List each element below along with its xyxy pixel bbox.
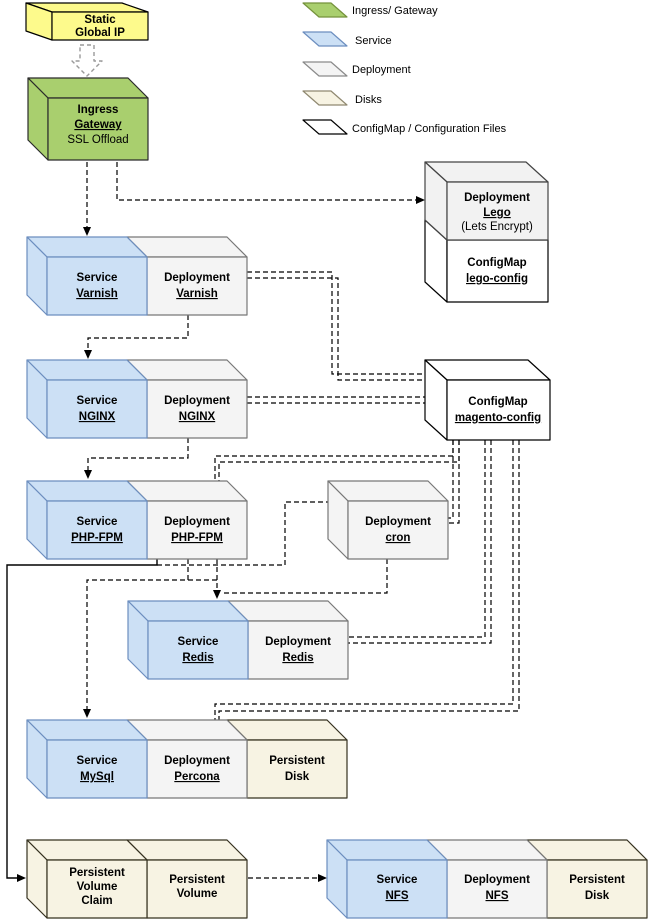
nginx-deployment-link[interactable]: NGINX (179, 411, 216, 423)
phpfpm-deployment-line1: Deployment (164, 516, 230, 528)
arrowhead (318, 874, 327, 882)
mysql-service-link[interactable]: MySql (80, 771, 114, 783)
edge-static-to-ingress-arrow (71, 44, 103, 77)
arrowhead (84, 470, 92, 479)
edge-magento-redis-2 (348, 440, 492, 644)
node-service-varnish: Service Varnish (26, 236, 148, 316)
edge-magento-redis-1 (348, 440, 486, 638)
edge-varnish-magento-1 (247, 271, 444, 375)
arrowhead (416, 196, 425, 204)
ingress-gateway-link[interactable]: Gateway (74, 119, 122, 131)
nginx-deployment-line1: Deployment (164, 395, 230, 407)
ingress-line1: Ingress (78, 104, 119, 116)
nfs-deployment-link[interactable]: NFS (486, 890, 509, 902)
nfs-service-link[interactable]: NFS (386, 890, 409, 902)
phpfpm-service-line1: Service (77, 516, 118, 528)
static-ip-line2: Global IP (75, 27, 125, 39)
edge-phpfpm-mysql (86, 559, 189, 709)
legend-swatch-configmap (302, 119, 348, 135)
node-service-redis: Service Redis (127, 600, 249, 680)
cron-line1: Deployment (365, 516, 431, 528)
edge-magento-cron-1 (448, 440, 454, 519)
arrowhead (17, 874, 26, 882)
legend-swatch-deployment (302, 61, 348, 77)
magento-config-link[interactable]: magento-config (455, 412, 541, 424)
arrowhead (83, 709, 91, 718)
edge-magento-phpfpm-1 (214, 440, 454, 481)
lego-config-line1: ConfigMap (467, 257, 526, 269)
redis-service-line1: Service (178, 636, 219, 648)
varnish-service-line1: Service (77, 272, 118, 284)
nfs-disk-line2: Disk (585, 890, 610, 902)
magento-config-line1: ConfigMap (468, 396, 527, 408)
arrowhead (84, 350, 92, 359)
node-service-nginx: Service NGINX (26, 359, 148, 439)
node-service-phpfpm: Service PHP-FPM (26, 480, 148, 560)
nfs-deployment-line1: Deployment (464, 874, 530, 886)
lego-line3: (Lets Encrypt) (461, 221, 533, 233)
lego-link[interactable]: Lego (483, 207, 510, 219)
pvc-line3: Claim (81, 895, 112, 907)
legend-swatch-service (302, 31, 348, 47)
node-deployment-nfs: Deployment NFS (426, 839, 548, 919)
cron-link[interactable]: cron (386, 532, 411, 544)
edge-phpfpm-cron (157, 501, 328, 566)
mysql-disk-line2: Disk (285, 771, 310, 783)
node-service-mysql: Service MySql (26, 719, 148, 799)
static-ip-line1: Static (84, 14, 116, 26)
mysql-disk-line1: Persistent (269, 755, 325, 767)
lego-line1: Deployment (464, 192, 530, 204)
mysql-service-line1: Service (77, 755, 118, 767)
edge-cron-redis (224, 559, 388, 594)
legend-label-ingress: Ingress/ Gateway (352, 5, 438, 17)
varnish-deployment-link[interactable]: Varnish (176, 288, 218, 300)
node-static-global-ip: Static Global IP (25, 2, 149, 41)
varnish-deployment-line1: Deployment (164, 272, 230, 284)
node-ingress-gateway: Ingress Gateway SSL Offload (27, 77, 149, 161)
edge-nginx-to-phpfpm (87, 438, 189, 470)
redis-deployment-link[interactable]: Redis (282, 652, 313, 664)
nginx-service-line1: Service (77, 395, 118, 407)
edge-magento-cron-2 (448, 440, 460, 524)
arrowhead (213, 590, 221, 599)
redis-service-link[interactable]: Redis (182, 652, 213, 664)
phpfpm-service-link[interactable]: PHP-FPM (71, 532, 123, 544)
redis-deployment-line1: Deployment (265, 636, 331, 648)
legend-label-disks: Disks (355, 94, 382, 106)
varnish-service-link[interactable]: Varnish (76, 288, 118, 300)
nfs-disk-line1: Persistent (569, 874, 625, 886)
edge-phpfpm-to-pvc (6, 559, 158, 879)
node-deployment-lego: Deployment Lego (Lets Encrypt) (424, 161, 549, 241)
legend-swatch-ingress (302, 2, 348, 18)
node-service-nfs: Service NFS (326, 839, 448, 919)
pv-line2: Volume (177, 888, 218, 900)
pvc-line2: Volume (77, 881, 118, 893)
nfs-service-line1: Service (377, 874, 418, 886)
edge-magento-percona-1 (214, 440, 514, 720)
legend-label-deployment: Deployment (352, 64, 411, 76)
node-configmap-magento-config: ConfigMap magento-config (424, 359, 551, 441)
edge-magento-percona-2 (218, 440, 520, 720)
legend-label-configmap: ConfigMap / Configuration Files (352, 123, 507, 135)
edge-varnish-magento-2 (247, 277, 446, 381)
arrowhead (83, 227, 91, 236)
percona-line1: Deployment (164, 755, 230, 767)
lego-config-link[interactable]: lego-config (466, 273, 528, 285)
percona-link[interactable]: Percona (174, 771, 220, 783)
edges (6, 44, 520, 882)
edge-varnish-to-nginx (87, 315, 189, 350)
ingress-line3: SSL Offload (67, 134, 128, 146)
node-persistent-volume-claim: Persistent Volume Claim (26, 839, 148, 919)
node-deployment-cron: Deployment cron (327, 480, 449, 560)
legend-label-service: Service (355, 35, 392, 47)
pvc-line1: Persistent (69, 867, 125, 879)
pv-line1: Persistent (169, 874, 225, 886)
legend: Ingress/ Gateway Service Deployment Disk… (302, 2, 507, 135)
nginx-service-link[interactable]: NGINX (79, 411, 116, 423)
edge-magento-phpfpm-2 (218, 440, 460, 481)
legend-swatch-disks (302, 90, 348, 106)
edge-ingress-to-lego (116, 162, 416, 201)
phpfpm-deployment-link[interactable]: PHP-FPM (171, 532, 223, 544)
